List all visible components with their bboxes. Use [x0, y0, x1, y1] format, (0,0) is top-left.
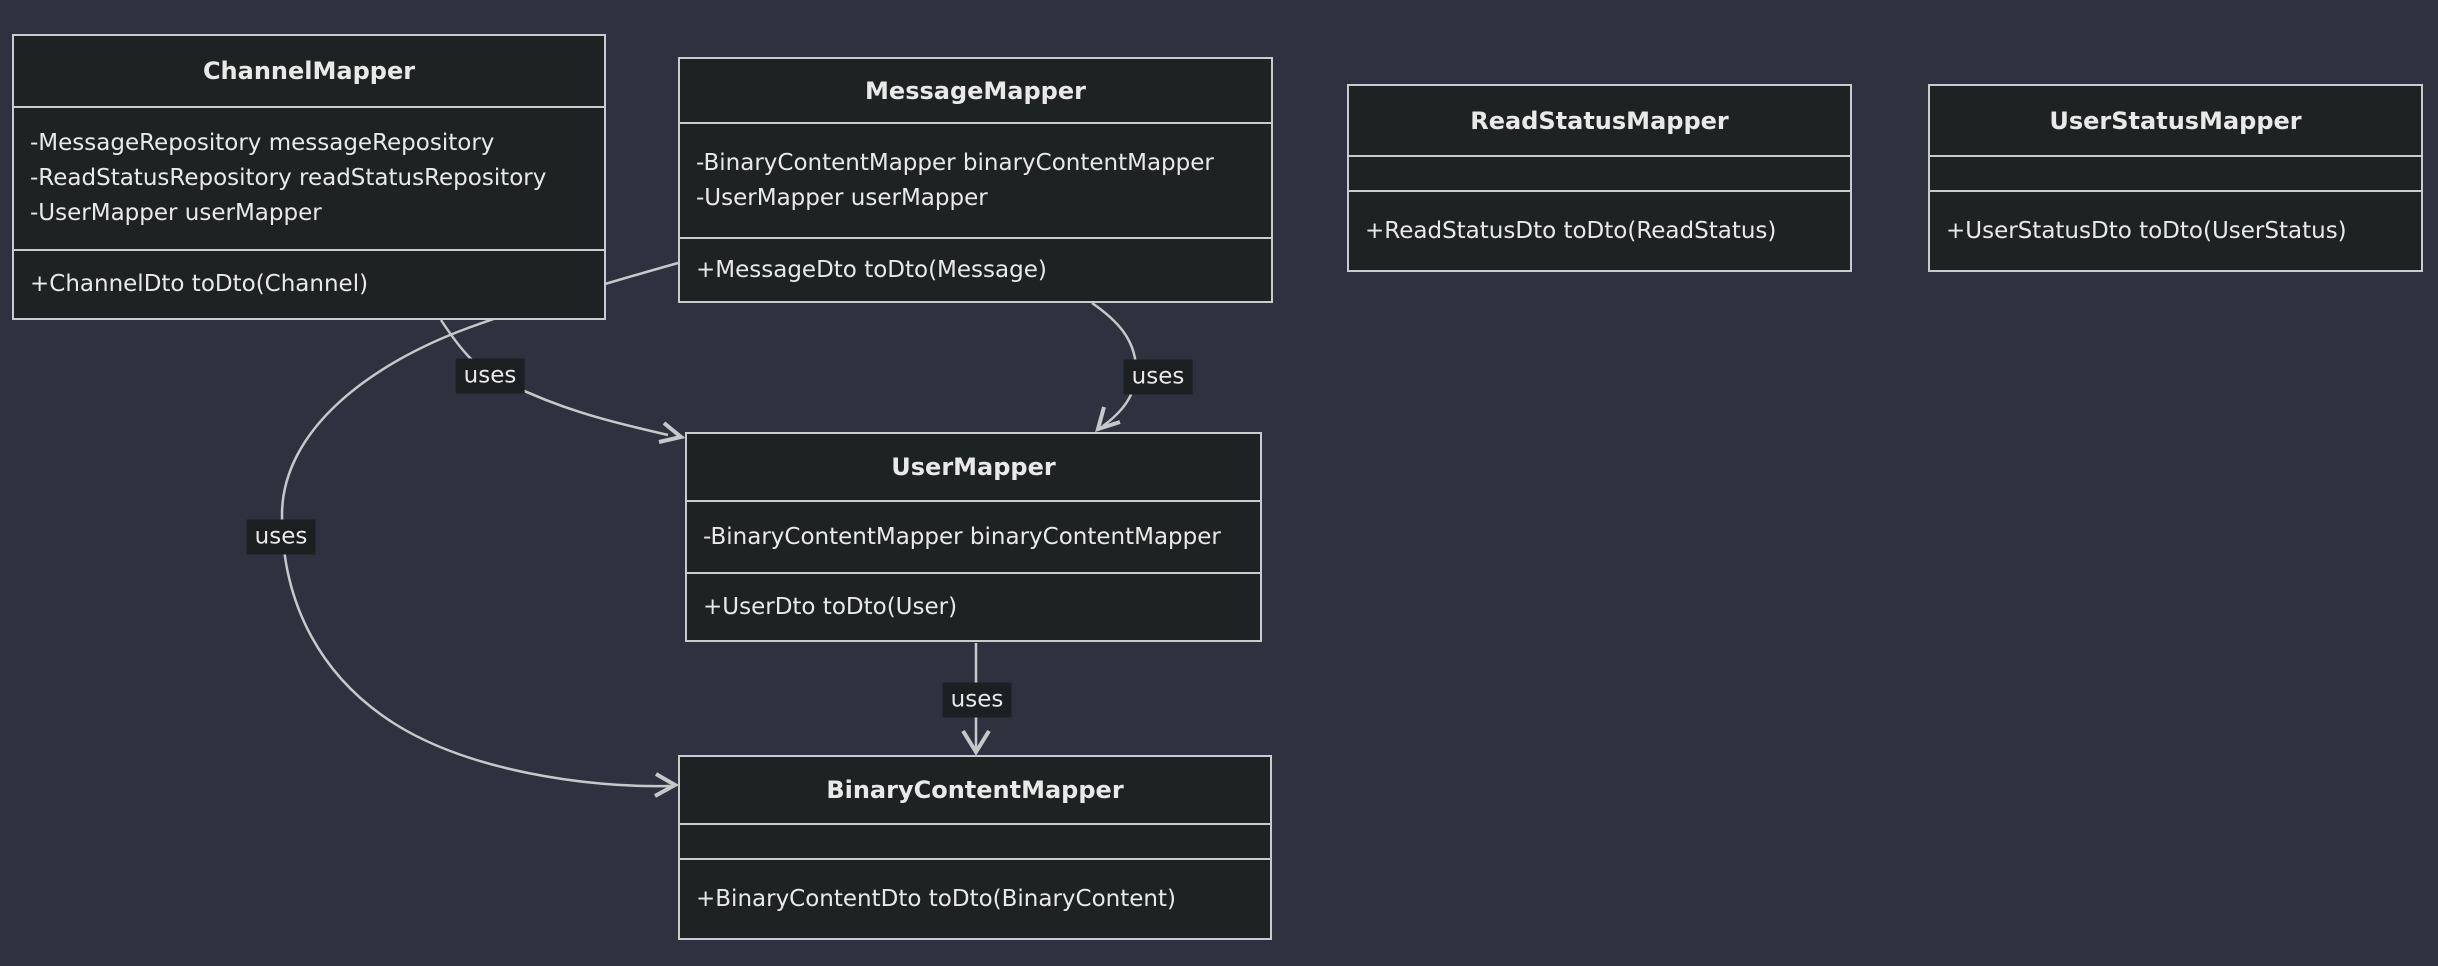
edge-label-uses: uses [455, 358, 525, 394]
class-method: +BinaryContentDto toDto(BinaryContent) [696, 885, 1176, 912]
edge-label-uses: uses [942, 682, 1012, 718]
class-title: UserStatusMapper [1930, 86, 2421, 157]
class-attribute: -ReadStatusRepository readStatusReposito… [30, 165, 547, 191]
class-binary-content-mapper: BinaryContentMapper +BinaryContentDto to… [678, 755, 1272, 940]
class-attributes-section-empty [1349, 157, 1850, 192]
class-method: +UserDto toDto(User) [703, 593, 958, 620]
class-attributes-section-empty [680, 825, 1270, 860]
class-methods-section: +BinaryContentDto toDto(BinaryContent) [680, 860, 1270, 938]
class-methods-section: +ChannelDto toDto(Channel) [14, 251, 604, 318]
class-method: +UserStatusDto toDto(UserStatus) [1946, 217, 2347, 244]
arrowhead-into-binary-content-mapper-top [961, 729, 991, 756]
class-attributes-section: -MessageRepository messageRepository -Re… [14, 108, 604, 251]
class-user-status-mapper: UserStatusMapper +UserStatusDto toDto(Us… [1928, 84, 2423, 272]
class-attribute: -BinaryContentMapper binaryContentMapper [696, 149, 1214, 176]
class-attributes-section-empty [1930, 157, 2421, 192]
class-attribute: -UserMapper userMapper [696, 184, 988, 211]
class-method: +ChannelDto toDto(Channel) [30, 271, 369, 297]
arrowhead-into-binary-content-mapper-left [654, 772, 680, 798]
class-title: ReadStatusMapper [1349, 86, 1850, 157]
class-title: MessageMapper [680, 59, 1271, 124]
class-methods-section: +UserDto toDto(User) [687, 574, 1260, 640]
class-attributes-section: -BinaryContentMapper binaryContentMapper [687, 502, 1260, 574]
class-title: BinaryContentMapper [680, 757, 1270, 825]
class-message-mapper: MessageMapper -BinaryContentMapper binar… [678, 57, 1273, 303]
class-user-mapper: UserMapper -BinaryContentMapper binaryCo… [685, 432, 1262, 642]
class-attributes-section: -BinaryContentMapper binaryContentMapper… [680, 124, 1271, 239]
edge-label-uses: uses [246, 519, 316, 555]
class-channel-mapper: ChannelMapper -MessageRepository message… [12, 34, 606, 320]
class-read-status-mapper: ReadStatusMapper +ReadStatusDto toDto(Re… [1347, 84, 1852, 272]
class-title: ChannelMapper [14, 36, 604, 108]
class-method: +ReadStatusDto toDto(ReadStatus) [1365, 217, 1777, 244]
class-attribute: -BinaryContentMapper binaryContentMapper [703, 523, 1221, 550]
edge-message-mapper-to-binary-content-mapper [280, 261, 679, 788]
class-methods-section: +ReadStatusDto toDto(ReadStatus) [1349, 192, 1850, 270]
arrowhead-into-user-mapper-top [1095, 406, 1121, 433]
class-attribute: -UserMapper userMapper [30, 200, 322, 226]
arrowhead-into-user-mapper-left [658, 421, 686, 444]
class-methods-section: +MessageDto toDto(Message) [680, 239, 1271, 301]
edge-label-uses: uses [1123, 359, 1193, 395]
class-attribute: -MessageRepository messageRepository [30, 130, 495, 156]
class-title: UserMapper [687, 434, 1260, 502]
class-method: +MessageDto toDto(Message) [696, 256, 1047, 283]
class-methods-section: +UserStatusDto toDto(UserStatus) [1930, 192, 2421, 270]
